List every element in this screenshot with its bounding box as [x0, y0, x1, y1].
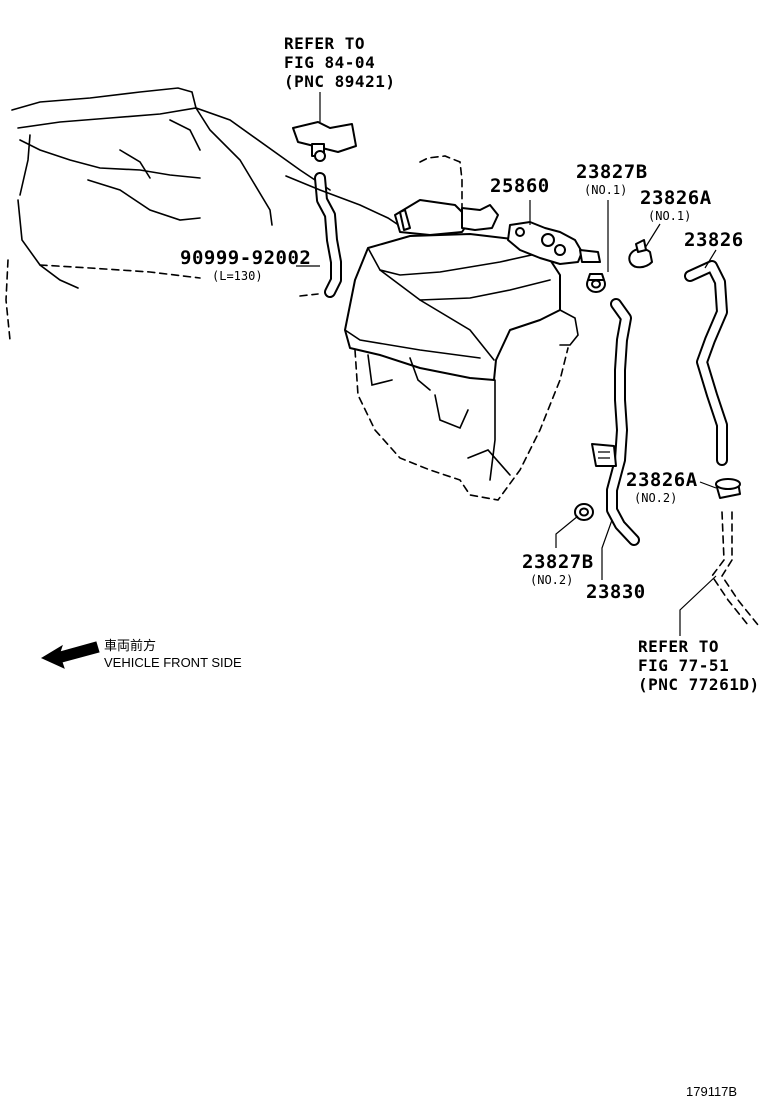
clamp-23826a-no2 — [715, 478, 741, 499]
clamp-23826a-no1 — [628, 239, 653, 269]
vacuum-sensor — [292, 121, 357, 162]
ref-84-line1: REFER TO — [284, 34, 365, 53]
engine-block — [5, 87, 331, 341]
clamp-23827b-no2 — [574, 503, 594, 521]
label-23826a-no1: 23826A — [640, 187, 712, 209]
note-23827b-no2: (NO.2) — [530, 573, 573, 587]
vsv-valve — [507, 221, 601, 265]
leader-lines — [296, 92, 717, 636]
note-90999-length: (L=130) — [212, 269, 263, 283]
label-90999-92002: 90999-92002 — [180, 247, 311, 269]
arrow-left-icon — [40, 641, 100, 669]
note-23826a-no1: (NO.1) — [648, 209, 691, 223]
legend-japanese: 車両前方 — [104, 638, 156, 653]
hose-23826 — [684, 260, 728, 466]
ref-77-line2: FIG 77-51 — [638, 656, 729, 675]
note-23826a-no2: (NO.2) — [634, 491, 677, 505]
ref-fig-77-51: REFER TO FIG 77-51 (PNC 77261D) — [638, 637, 760, 694]
charcoal-canister — [344, 155, 579, 501]
label-23827b-no2: 23827B — [522, 551, 594, 573]
hose-clip — [591, 443, 617, 467]
ref-fig-84-04: REFER TO FIG 84-04 (PNC 89421) — [284, 34, 395, 91]
clamp-23827b-no1 — [586, 273, 606, 293]
fuel-vapor-pipe — [711, 511, 759, 626]
vehicle-front-legend: 車両前方 VEHICLE FRONT SIDE — [40, 638, 242, 670]
ref-77-line3: (PNC 77261D) — [638, 675, 760, 694]
label-23826a-no2: 23826A — [626, 469, 698, 491]
hose-23830 — [606, 298, 640, 546]
label-23826: 23826 — [684, 229, 744, 251]
label-23827b-no1: 23827B — [576, 161, 648, 183]
figure-code: 179117B — [686, 1084, 737, 1099]
ref-84-line2: FIG 84-04 — [284, 53, 375, 72]
hose-90999 — [299, 172, 342, 298]
note-23827b-no1: (NO.1) — [584, 183, 627, 197]
ref-77-line1: REFER TO — [638, 637, 719, 656]
legend-english: VEHICLE FRONT SIDE — [104, 655, 242, 670]
ref-84-line3: (PNC 89421) — [284, 72, 395, 91]
label-23830: 23830 — [586, 581, 646, 603]
label-25860: 25860 — [490, 175, 550, 197]
